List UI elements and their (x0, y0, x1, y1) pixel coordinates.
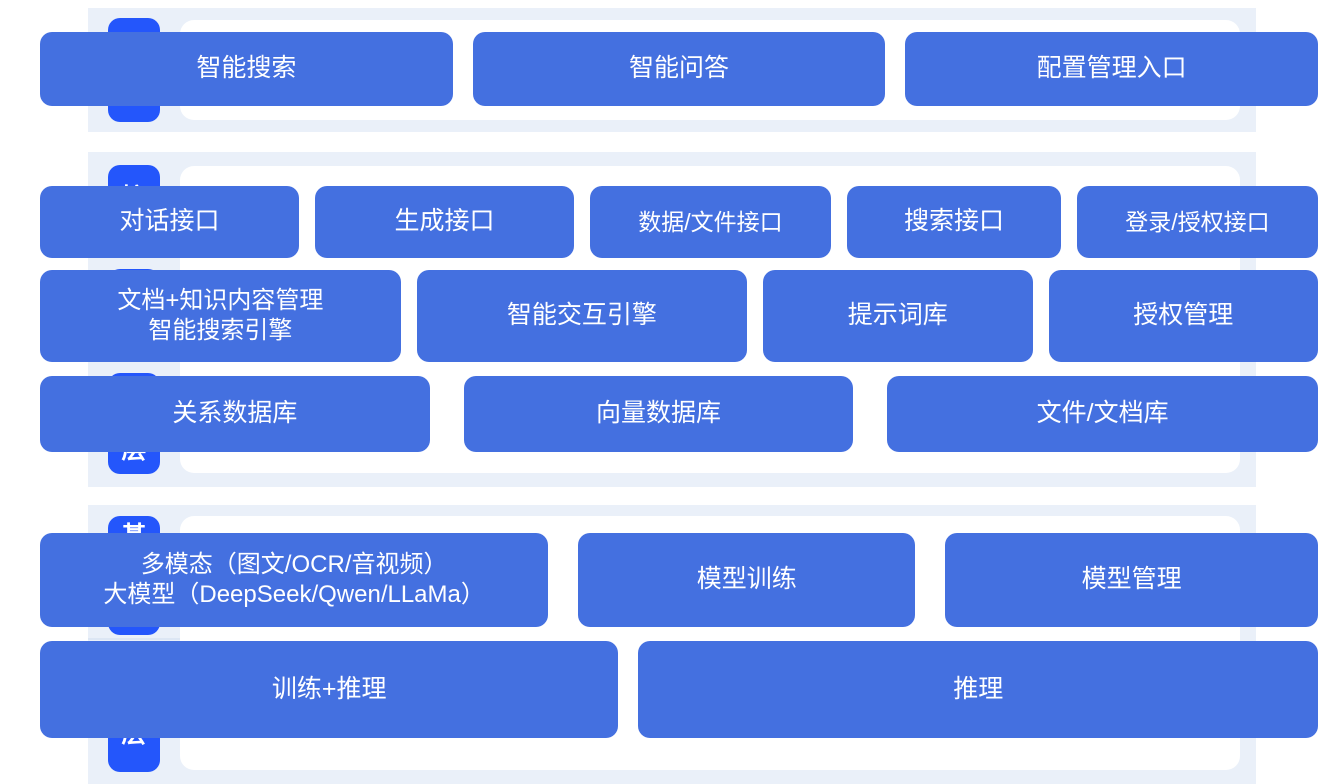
box-model-management[interactable]: 模型管理 (945, 533, 1318, 627)
box-config-management-entry[interactable]: 配置管理入口 (905, 32, 1319, 106)
box-login-auth-interface[interactable]: 登录/授权接口 (1077, 186, 1318, 258)
box-smart-search[interactable]: 智能搜索 (40, 32, 453, 106)
base-model-box-row: 多模态（图文/OCR/音视频） 大模型（DeepSeek/Qwen/LLaMa）… (40, 533, 1318, 627)
box-smart-interaction-engine[interactable]: 智能交互引擎 (416, 270, 748, 362)
box-relational-database[interactable]: 关系数据库 (40, 376, 430, 452)
box-inference[interactable]: 推理 (638, 641, 1318, 738)
box-model-training[interactable]: 模型训练 (578, 533, 916, 627)
box-training-plus-inference[interactable]: 训练+推理 (40, 641, 619, 738)
users-box-row: 智能搜索 智能问答 配置管理入口 (40, 32, 1319, 106)
box-authorization-management[interactable]: 授权管理 (1048, 270, 1319, 362)
box-smart-qa[interactable]: 智能问答 (472, 32, 886, 106)
box-vector-database[interactable]: 向量数据库 (463, 376, 854, 452)
box-generation-interface[interactable]: 生成接口 (315, 186, 574, 258)
box-file-document-store[interactable]: 文件/文档库 (887, 376, 1319, 452)
compute-box-row: 训练+推理 推理 (40, 641, 1318, 738)
box-dialog-interface[interactable]: 对话接口 (40, 186, 299, 258)
box-search-interface[interactable]: 搜索接口 (847, 186, 1061, 258)
band-separator-model-compute (88, 638, 180, 640)
box-data-file-interface[interactable]: 数据/文件接口 (590, 186, 831, 258)
box-document-knowledge-management[interactable]: 文档+知识内容管理 智能搜索引擎 (40, 270, 401, 362)
box-prompt-library[interactable]: 提示词库 (763, 270, 1033, 362)
box-multimodal-large-model[interactable]: 多模态（图文/OCR/音视频） 大模型（DeepSeek/Qwen/LLaMa） (40, 533, 549, 627)
interface-box-row: 对话接口 生成接口 数据/文件接口 搜索接口 登录/授权接口 (40, 186, 1318, 258)
data-box-row: 关系数据库 向量数据库 文件/文档库 (40, 376, 1319, 452)
application-box-row: 文档+知识内容管理 智能搜索引擎 智能交互引擎 提示词库 授权管理 (40, 270, 1319, 362)
